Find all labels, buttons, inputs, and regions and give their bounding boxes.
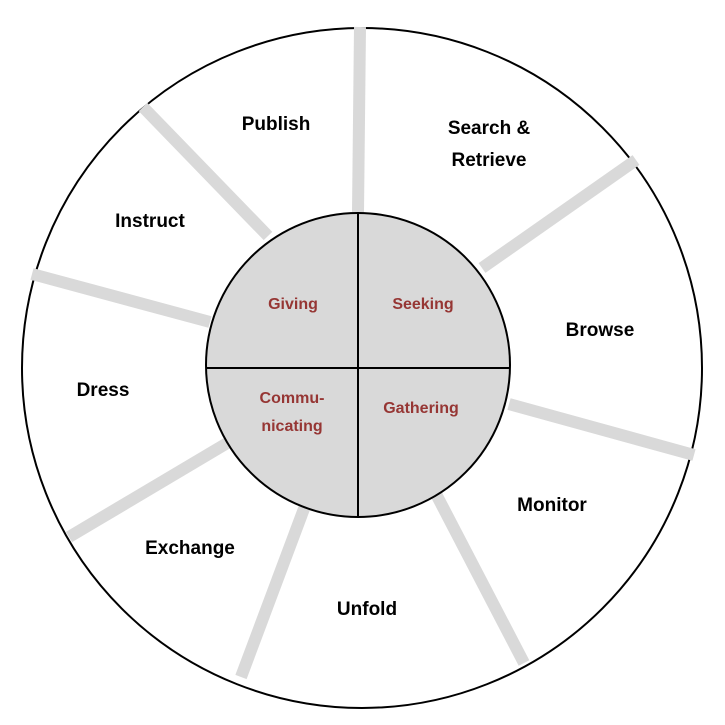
spokes [30,26,696,680]
segment-label-unfold: Unfold [337,599,397,620]
segment-label-monitor: Monitor [517,495,587,516]
spoke-browse-monitor [507,398,696,461]
quadrant-label-giving: Giving [268,296,318,313]
segment-label-instruct: Instruct [115,211,185,232]
spoke-dress-instruct [30,268,212,328]
segment-label-exchange: Exchange [145,538,235,559]
segment-label-search-retrieve-line2: Retrieve [452,150,527,171]
segment-label-search-retrieve-line1: Search & [448,118,531,139]
segment-label-dress: Dress [77,380,130,401]
quadrant-label-communicating-line1: Commu- [260,390,325,407]
quadrant-label-seeking: Seeking [392,296,453,313]
quadrant-label-communicating-line2: nicating [261,418,322,435]
spoke-exchange-dress [65,436,233,543]
spoke-search-browse [478,155,640,273]
spoke-publish-search [352,26,366,213]
segment-label-browse: Browse [566,320,635,341]
spoke-instruct-publish [138,102,273,241]
spoke-monitor-unfold [430,491,530,666]
quadrant-label-gathering: Gathering [383,400,459,417]
segment-label-publish: Publish [242,114,311,135]
spoke-unfold-exchange [235,503,311,680]
